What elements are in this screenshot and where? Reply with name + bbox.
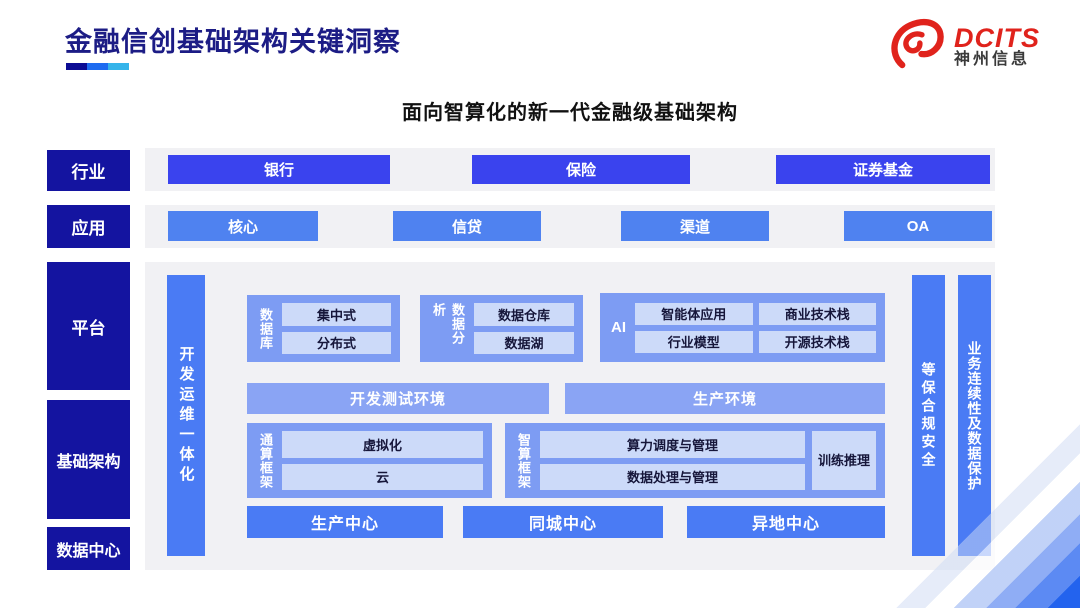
logo-company-name: 神州信息 — [954, 51, 1031, 69]
center-same-city: 同城中心 — [463, 506, 663, 538]
diagram-title: 面向智算化的新一代金融级基础架构 — [402, 102, 738, 124]
layer-label-datacenter: 数据中心 — [47, 527, 130, 570]
application-item-credit: 信贷 — [393, 211, 541, 241]
group-data-analytics: 数据分析 数据仓库 数据湖 — [420, 295, 583, 362]
chip-commercial-stack: 商业技术栈 — [758, 302, 876, 325]
chip-training-inference: 训练推理 — [812, 431, 876, 490]
underline-segment-dark — [66, 63, 87, 70]
chip-agent-app: 智能体应用 — [635, 302, 753, 325]
application-item-oa: OA — [844, 211, 992, 241]
chip-data-warehouse: 数据仓库 — [474, 303, 574, 326]
logo-swirl-icon — [888, 18, 946, 75]
env-production: 生产环境 — [565, 383, 885, 414]
underline-segment-light — [108, 63, 129, 70]
chip-industry-model: 行业模型 — [635, 330, 753, 353]
pillar-devops: 开发运维一体化 — [167, 275, 205, 556]
group-general-computing: 通算框架 虚拟化 云 — [247, 423, 492, 498]
group-analytics-label: 数据分析 — [431, 303, 465, 345]
center-production: 生产中心 — [247, 506, 443, 538]
chip-distributed: 分布式 — [282, 331, 391, 354]
env-dev-test: 开发测试环境 — [247, 383, 549, 414]
group-intelligent-computing-label: 智算框架 — [516, 432, 531, 489]
center-remote: 异地中心 — [687, 506, 885, 538]
chip-data-processing: 数据处理与管理 — [540, 463, 805, 490]
industry-item-bank: 银行 — [168, 155, 390, 184]
chip-compute-scheduling: 算力调度与管理 — [540, 431, 805, 458]
chip-virtualization: 虚拟化 — [282, 431, 483, 458]
underline-segment-medium — [87, 63, 108, 70]
group-database-label: 数据库 — [258, 307, 273, 350]
chip-data-lake: 数据湖 — [474, 331, 574, 354]
title-underline — [66, 63, 129, 70]
application-item-channel: 渠道 — [621, 211, 769, 241]
layer-label-application: 应用 — [47, 205, 130, 248]
pillar-security-compliance: 等保合规安全 — [912, 275, 945, 556]
logo-brand-text: DCITS — [954, 22, 1040, 53]
chip-centralized: 集中式 — [282, 303, 391, 326]
pillar-business-continuity: 业务连续性及数据保护 — [958, 275, 991, 556]
platform-container: 开发运维一体化 数据库 集中式 分布式 数据分析 数据仓库 数据湖 AI 智能体… — [145, 262, 995, 570]
group-ai-label: AI — [611, 319, 626, 336]
group-intelligent-computing: 智算框架 算力调度与管理 数据处理与管理 训练推理 — [505, 423, 885, 498]
industry-item-securities: 证券基金 — [776, 155, 990, 184]
group-general-computing-label: 通算框架 — [258, 432, 273, 489]
chip-open-source-stack: 开源技术栈 — [758, 330, 876, 353]
group-ai: AI 智能体应用 商业技术栈 行业模型 开源技术栈 — [600, 293, 885, 362]
company-logo: DCITS 神州信息 — [888, 18, 1040, 75]
layer-label-infrastructure: 基础架构 — [47, 400, 130, 519]
group-database: 数据库 集中式 分布式 — [247, 295, 400, 362]
application-item-core: 核心 — [168, 211, 318, 241]
layer-label-platform: 平台 — [47, 262, 130, 390]
page-title: 金融信创基础架构关键洞察 — [65, 27, 401, 57]
chip-cloud: 云 — [282, 463, 483, 490]
industry-item-insurance: 保险 — [472, 155, 690, 184]
layer-label-industry: 行业 — [47, 150, 130, 191]
